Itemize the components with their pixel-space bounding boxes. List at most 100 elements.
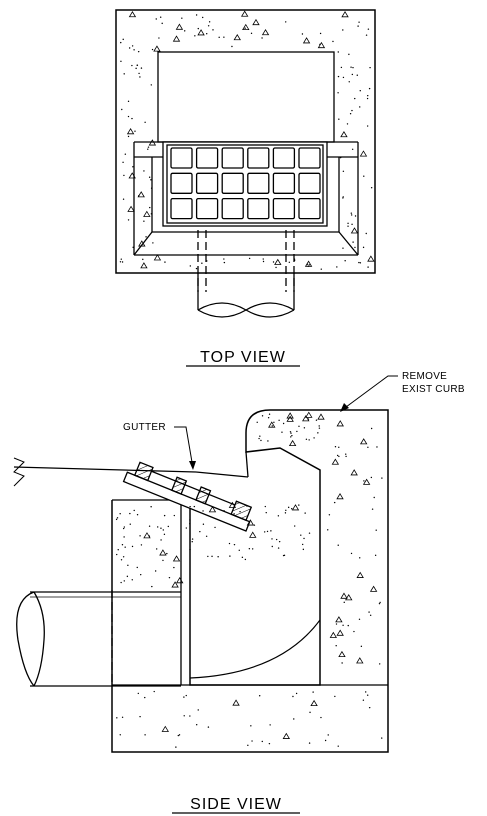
- stipple-dot: [150, 179, 152, 181]
- stipple-dot: [144, 696, 146, 699]
- stipple-dot: [223, 261, 226, 264]
- stipple-dot: [360, 645, 363, 648]
- stipple-dot: [288, 261, 291, 263]
- stipple-dot: [315, 419, 318, 421]
- stipple-dot: [206, 260, 208, 262]
- stipple-dot: [120, 41, 122, 44]
- stipple-dot: [217, 556, 219, 558]
- stipple-dot: [378, 602, 381, 605]
- stipple-dot: [369, 614, 372, 616]
- stipple-dot: [312, 691, 314, 693]
- stipple-dot: [281, 431, 283, 433]
- stipple-dot: [293, 525, 296, 527]
- aggregate-mark: [291, 504, 300, 511]
- stipple-dot: [301, 543, 304, 546]
- stipple-dot: [367, 28, 370, 30]
- stipple-dot: [148, 525, 151, 527]
- stipple-dot: [335, 645, 337, 647]
- stipple-dot: [127, 100, 130, 103]
- stipple-dot: [126, 575, 129, 578]
- stipple-dot: [136, 566, 138, 569]
- aggregate-mark: [286, 412, 294, 419]
- stipple-dot: [351, 73, 354, 76]
- stipple-dot: [129, 512, 131, 515]
- stipple-dot: [144, 121, 146, 124]
- stipple-dot: [120, 258, 122, 260]
- stipple-dot: [159, 16, 162, 18]
- stipple-dot: [253, 524, 256, 526]
- grate-cell: [195, 197, 219, 220]
- stipple-dot: [207, 25, 210, 27]
- grate-cell: [272, 197, 296, 220]
- stipple-dot: [122, 527, 125, 530]
- stipple-dot: [260, 439, 262, 442]
- stipple-dot: [338, 118, 340, 120]
- aggregate-mark: [362, 478, 371, 485]
- stipple-dot: [376, 446, 378, 448]
- aggregate-mark: [329, 631, 338, 638]
- stipple-dot: [212, 29, 214, 31]
- stipple-dot: [127, 115, 130, 118]
- stipple-dot: [122, 556, 125, 558]
- aggregate-mark: [161, 725, 169, 732]
- stipple-dot: [319, 32, 322, 35]
- stipple-dot: [148, 176, 151, 178]
- stipple-dot: [366, 125, 369, 127]
- stipple-dot: [181, 17, 183, 19]
- stipple-dot: [370, 476, 373, 479]
- aggregate-mark: [336, 629, 344, 636]
- stipple-dot: [268, 742, 271, 745]
- stipple-dot: [371, 508, 374, 510]
- stipple-dot: [271, 545, 273, 548]
- stipple-dot: [189, 548, 191, 551]
- aggregate-mark: [340, 130, 348, 138]
- stipple-dot: [128, 47, 131, 49]
- aggregate-mark: [232, 699, 240, 706]
- stipple-dot: [342, 197, 344, 199]
- stipple-dot: [241, 556, 244, 559]
- stipple-dot: [160, 527, 162, 529]
- stipple-dot: [367, 446, 369, 448]
- stipple-dot: [191, 538, 194, 540]
- aggregate-mark: [208, 506, 217, 513]
- aggregate-mark: [126, 128, 135, 135]
- stipple-dot: [295, 692, 298, 695]
- stipple-dot: [267, 440, 269, 442]
- stipple-dot: [268, 413, 271, 415]
- stipple-dot: [195, 14, 198, 16]
- stipple-dot: [223, 36, 225, 38]
- aggregate-mark: [331, 458, 340, 465]
- stipple-dot: [340, 66, 343, 69]
- stipple-dot: [337, 92, 339, 94]
- aggregate-mark: [302, 37, 311, 44]
- stipple-dot: [278, 540, 281, 543]
- stipple-dot: [265, 511, 267, 514]
- stipple-dot: [139, 76, 141, 78]
- stipple-dot: [247, 744, 249, 747]
- stipple-dot: [153, 690, 155, 693]
- aggregate-mark: [172, 555, 181, 562]
- stipple-dot: [374, 554, 377, 557]
- stipple-dot: [342, 29, 344, 31]
- stipple-dot: [228, 542, 231, 545]
- stipple-dot: [277, 547, 280, 549]
- stipple-dot: [124, 546, 126, 548]
- stipple-dot: [285, 509, 287, 511]
- aggregate-mark: [336, 420, 344, 427]
- stipple-dot: [350, 66, 352, 68]
- stipple-dot: [151, 48, 154, 51]
- stipple-dot: [381, 477, 383, 479]
- stipple-dot: [185, 694, 187, 697]
- stipple-dot: [308, 264, 310, 266]
- stipple-dot: [358, 21, 360, 23]
- grate-cell: [272, 147, 296, 169]
- stipple-dot: [132, 166, 134, 168]
- aggregate-mark: [345, 594, 353, 601]
- aggregate-mark: [172, 35, 181, 42]
- stipple-dot: [261, 37, 263, 39]
- stipple-dot: [223, 510, 225, 512]
- stipple-dot: [367, 266, 369, 268]
- grate-cell: [298, 147, 321, 169]
- stipple-dot: [342, 170, 345, 172]
- grate-cell: [298, 172, 321, 194]
